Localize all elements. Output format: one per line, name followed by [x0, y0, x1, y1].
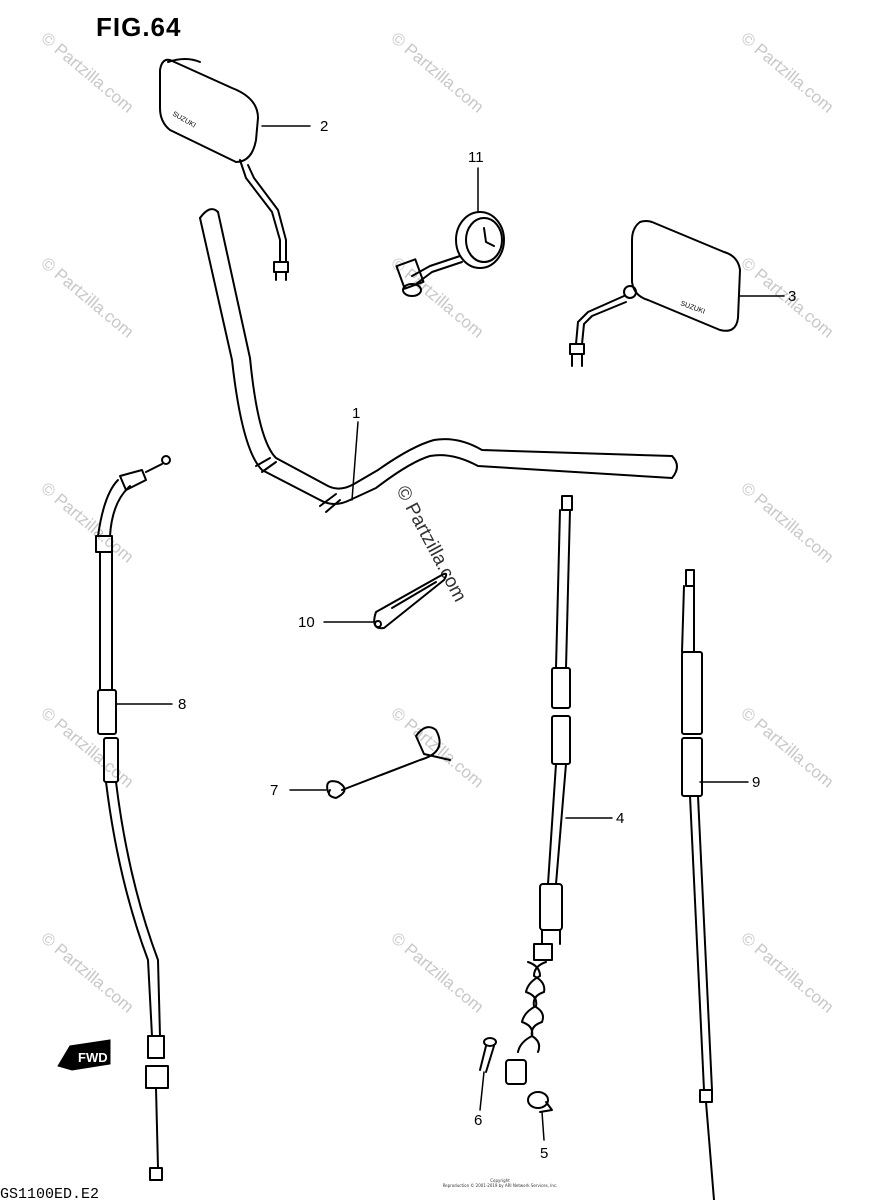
callout-5: 5 [540, 1145, 548, 1162]
cable-clamp-part [527, 1091, 553, 1113]
watermark-layer: © Partzilla.com © Partzilla.com © Partzi… [37, 29, 837, 1017]
callout-8: 8 [178, 696, 186, 713]
watermark: © Partzilla.com [37, 479, 137, 567]
callout-6: 6 [474, 1112, 482, 1129]
callout-11: 11 [468, 149, 484, 166]
tachometer-cable-part [681, 569, 715, 1200]
clutch-cable-part [505, 495, 573, 1085]
callout-labels: 1 2 3 4 5 6 7 8 9 10 11 [178, 118, 796, 1162]
watermark: © Partzilla.com [37, 254, 137, 342]
callout-3: 3 [788, 288, 796, 305]
footer-line-2: Reproduction © 2001-2019 by ARI Network … [442, 1183, 558, 1188]
watermark: © Partzilla.com [387, 29, 487, 117]
copyright-footer: Copyright Reproduction © 2001-2019 by AR… [400, 1178, 600, 1188]
footer-line-1: Copyright [490, 1178, 510, 1183]
watermark: © Partzilla.com [737, 929, 837, 1017]
model-code: GS1100ED.E2 [0, 1186, 100, 1203]
callout-1: 1 [352, 405, 360, 422]
fwd-label: FWD [78, 1050, 108, 1065]
watermark: © Partzilla.com [737, 479, 837, 567]
callout-4: 4 [616, 810, 624, 827]
callout-7: 7 [270, 782, 278, 799]
svg-text:SUZUKI: SUZUKI [679, 300, 706, 315]
fwd-arrow-icon: FWD [57, 1039, 111, 1071]
callout-10: 10 [298, 614, 315, 631]
throttle-cable-part [95, 455, 171, 1181]
leader-lines [115, 125, 785, 1141]
svg-text:SUZUKI: SUZUKI [171, 111, 197, 130]
clock-part [395, 211, 505, 297]
cable-guide-part [373, 572, 448, 630]
mirror-right-part: SUZUKI [569, 220, 741, 367]
watermark: © Partzilla.com [37, 704, 137, 792]
bolt-part [479, 1037, 497, 1073]
watermark: © Partzilla.com [37, 29, 137, 117]
watermark: © Partzilla.com [37, 929, 137, 1017]
center-watermark: © Partzilla.com [392, 482, 471, 605]
wire-clamp-part [326, 726, 451, 799]
handlebar-part [199, 208, 678, 513]
callout-2: 2 [320, 118, 328, 135]
watermark: © Partzilla.com [737, 29, 837, 117]
figure-title: FIG.64 [96, 12, 182, 42]
mirror-left-part: SUZUKI [159, 58, 289, 281]
watermark: © Partzilla.com [387, 929, 487, 1017]
callout-9: 9 [752, 774, 760, 791]
